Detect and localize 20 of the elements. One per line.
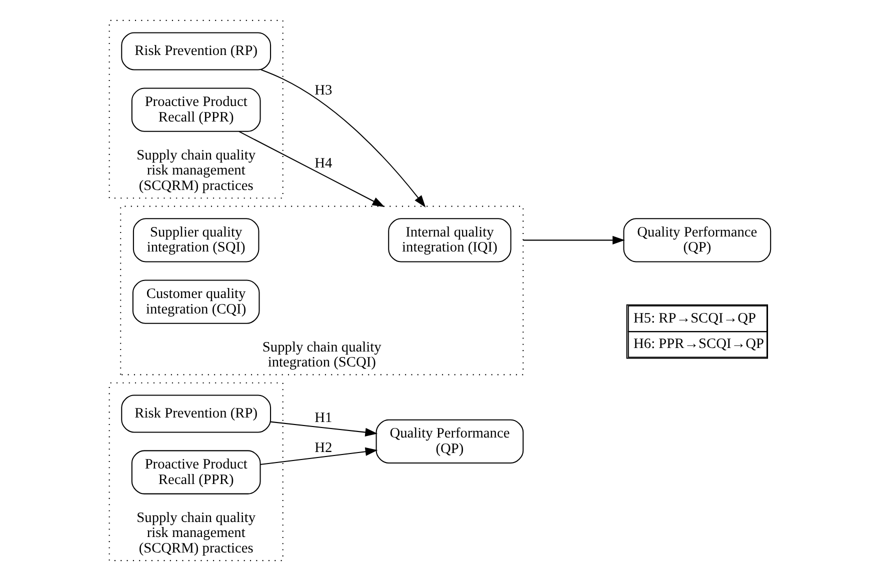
- arrow: [260, 69, 426, 208]
- node-box: Quality Performance (QP): [623, 218, 772, 262]
- label: H5: RP→SCQI→QP: [634, 310, 756, 327]
- edge-label: H2: [314, 440, 332, 456]
- edge-label: H4: [314, 155, 332, 172]
- node-box: Risk Prevention (RP): [121, 32, 272, 70]
- arrow: [270, 421, 378, 437]
- node-box: Customer quality integration (CQI): [132, 280, 260, 324]
- node-box: Internal quality integration (IQI): [388, 218, 512, 262]
- node-box: Supplier quality integration (SQI): [132, 218, 260, 262]
- arrow: [523, 236, 625, 244]
- arrow: [260, 447, 378, 466]
- edge-label: H3: [314, 82, 332, 99]
- node-box: Proactive Product Recall (PPR): [131, 450, 261, 494]
- node-box: Risk Prevention (RP): [121, 394, 272, 433]
- edge-label: H1: [314, 410, 332, 426]
- arrow: [238, 131, 385, 208]
- label: H6: PPR→SCQI→QP: [634, 336, 764, 352]
- node-box: Proactive Product Recall (PPR): [131, 88, 261, 132]
- node-box: Quality Performance (QP): [376, 419, 524, 464]
